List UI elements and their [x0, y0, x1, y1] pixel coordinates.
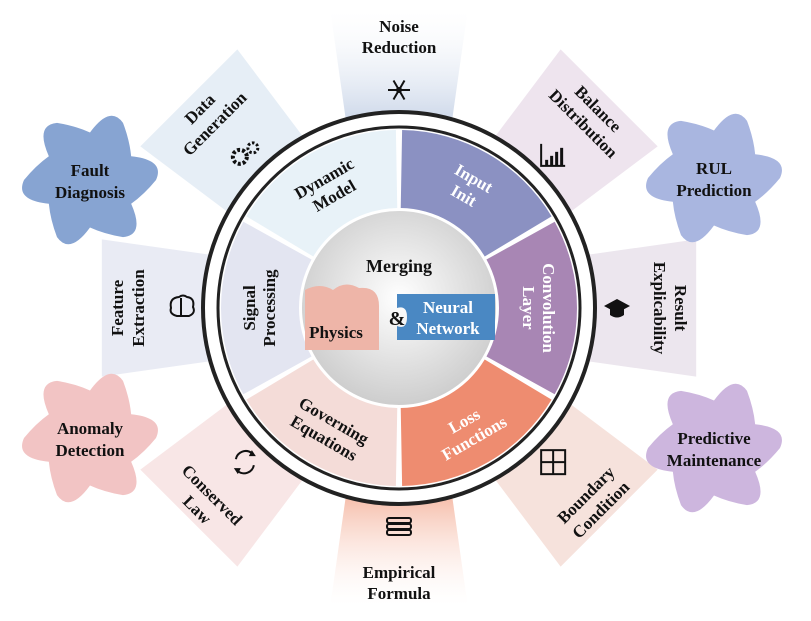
- ring-sector-dynamic: [246, 130, 398, 257]
- grid-calculator-icon: [540, 449, 567, 476]
- center-left-label: Physics: [309, 323, 363, 342]
- ring-sector-governing: [246, 359, 398, 486]
- outer-rays: NoiseReductionBalanceDistributionResultE…: [101, 10, 697, 606]
- outer-label-line2: Formula: [367, 584, 431, 603]
- ring-label-line2: Layer: [519, 286, 538, 330]
- brain-icon: [169, 294, 195, 317]
- ray-feature: [101, 239, 217, 377]
- center-title: Merging: [366, 256, 432, 276]
- application-label-line1: Predictive: [677, 429, 751, 448]
- cycle-arrows-icon: [233, 450, 256, 475]
- application-label-line1: Anomaly: [57, 419, 124, 438]
- outer-label-line2: Extraction: [129, 269, 148, 347]
- center-right-label-1: Neural: [423, 298, 473, 317]
- center-right-label-2: Network: [416, 319, 480, 338]
- gears-icon: [230, 141, 260, 166]
- ring-label-line1: Signal: [240, 285, 259, 331]
- graduation-cap-icon: [604, 299, 630, 318]
- application-label-line1: RUL: [696, 159, 732, 178]
- ray-empirical: [330, 490, 468, 606]
- outer-label-line2: Reduction: [362, 38, 437, 57]
- outer-label-line2: Explicability: [650, 262, 669, 355]
- center-amp: &: [389, 308, 406, 330]
- inner-ring-circle: [216, 125, 582, 491]
- neural-network-puzzle-piece: [397, 294, 495, 340]
- books-icon: [386, 517, 412, 536]
- ray-noise: [330, 10, 468, 126]
- center-circle: [302, 211, 496, 405]
- ring-sector-signal: [221, 221, 312, 395]
- ring-sector-input: [400, 130, 552, 257]
- outer-label-line1: Empirical: [363, 563, 436, 582]
- application-gear-predictive: [646, 383, 782, 513]
- ring-label-line1: Convolution: [539, 263, 558, 353]
- ray-result: [581, 239, 697, 377]
- application-gear-fault: [22, 115, 158, 245]
- outer-label-line1: Result: [671, 285, 690, 332]
- application-label-line2: Detection: [56, 441, 125, 460]
- application-gear-rul: [646, 113, 782, 243]
- application-label-line2: Maintenance: [667, 451, 762, 470]
- physics-puzzle-piece: [305, 284, 379, 350]
- ring-sector-loss: [400, 359, 552, 486]
- bar-chart-icon: [540, 143, 566, 167]
- application-gear-anomaly: [22, 373, 158, 503]
- application-label-line2: Diagnosis: [55, 183, 125, 202]
- application-label-line2: Prediction: [676, 181, 752, 200]
- ring-label-line2: Processing: [260, 269, 279, 347]
- outer-label-line1: Noise: [379, 17, 419, 36]
- snowflake-icon: [388, 79, 410, 101]
- ring-sector-convolution: [486, 221, 577, 395]
- outer-label-line1: Feature: [108, 279, 127, 336]
- application-label-line1: Fault: [71, 161, 110, 180]
